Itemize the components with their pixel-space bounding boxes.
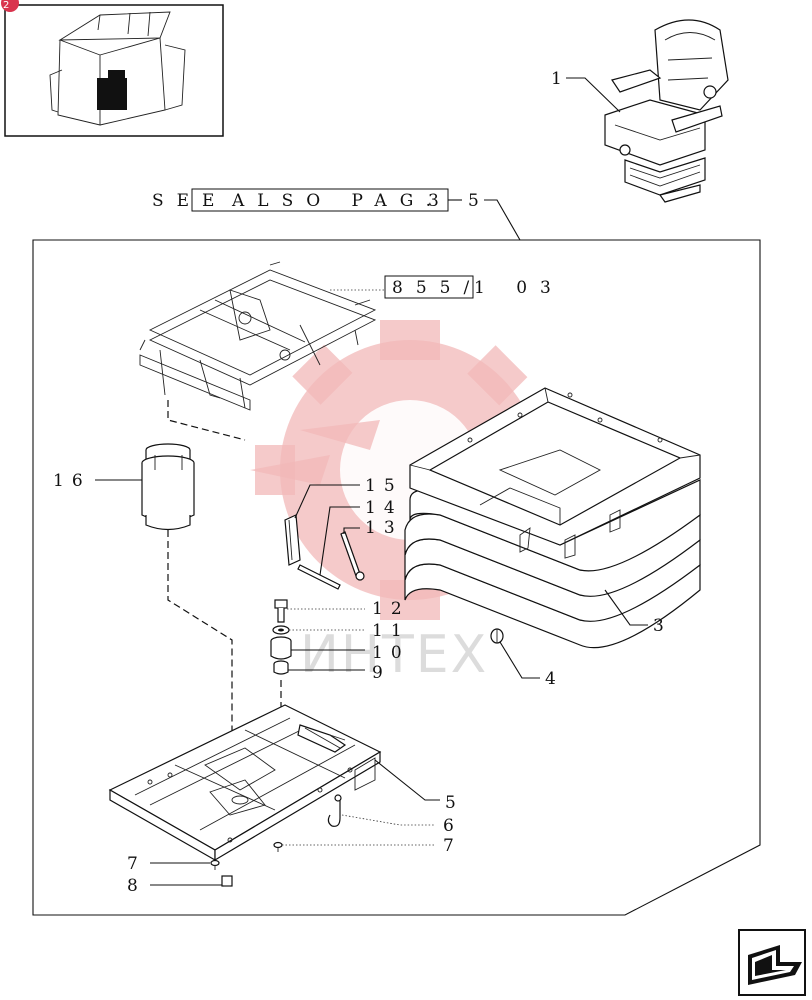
next-page-arrow-icon[interactable] bbox=[738, 929, 806, 996]
bolt-part-12 bbox=[274, 599, 288, 623]
bolt-part-8 bbox=[221, 875, 233, 887]
callout-7-right: 7 bbox=[443, 836, 462, 856]
callout-3: 3 bbox=[653, 616, 672, 636]
bellows-cover-part bbox=[404, 387, 701, 649]
callout-4: 4 bbox=[545, 669, 564, 689]
air-spring-part bbox=[141, 443, 195, 531]
assembly-frame bbox=[32, 239, 761, 916]
callout-5: 5 bbox=[445, 793, 464, 813]
callout-15: 15 bbox=[365, 476, 403, 496]
page-badge: 2 bbox=[3, 0, 9, 11]
tractor-seat-icon bbox=[604, 19, 729, 203]
hook-part-6 bbox=[327, 794, 342, 827]
reference-rest-text: 1 03 bbox=[474, 278, 564, 298]
callout-9: 9 bbox=[372, 663, 391, 683]
screw-part-7-left bbox=[210, 859, 220, 870]
callout-11: 11 bbox=[372, 621, 410, 641]
rod-part-14 bbox=[297, 564, 341, 590]
callout-1: 1 bbox=[551, 69, 570, 89]
callout-7-left: 7 bbox=[127, 854, 146, 874]
see-also-text: ALSO PAG. bbox=[231, 191, 444, 211]
see-also-suffix: 5 bbox=[468, 191, 492, 211]
callout-16: 16 bbox=[53, 471, 91, 491]
suspension-mechanism-part bbox=[139, 261, 377, 411]
base-plate-part bbox=[108, 704, 382, 862]
see-also-prefix: SEE bbox=[152, 191, 227, 211]
callout-8: 8 bbox=[127, 876, 146, 896]
callout-10: 10 bbox=[372, 643, 410, 663]
reference-box bbox=[384, 275, 474, 299]
callout-13: 13 bbox=[365, 518, 403, 538]
spacer-part-10 bbox=[270, 636, 292, 660]
callout-6: 6 bbox=[443, 816, 462, 836]
reference-boxed-text: 855/ bbox=[392, 278, 482, 298]
washer-part-11 bbox=[272, 625, 290, 635]
see-also-page: 3 bbox=[428, 191, 452, 211]
callout-12: 12 bbox=[372, 599, 410, 619]
bushing-part-9 bbox=[273, 660, 289, 675]
tractor-cab-thumbnail-icon[interactable]: 2 bbox=[1, 0, 224, 137]
bracket-part-15 bbox=[284, 514, 301, 566]
watermark-text: ИНТЕХ bbox=[300, 625, 488, 685]
knob-part-4 bbox=[490, 628, 504, 644]
callout-14: 14 bbox=[365, 498, 403, 518]
pin-part-13 bbox=[340, 531, 365, 581]
screw-part-7-right bbox=[273, 841, 283, 852]
